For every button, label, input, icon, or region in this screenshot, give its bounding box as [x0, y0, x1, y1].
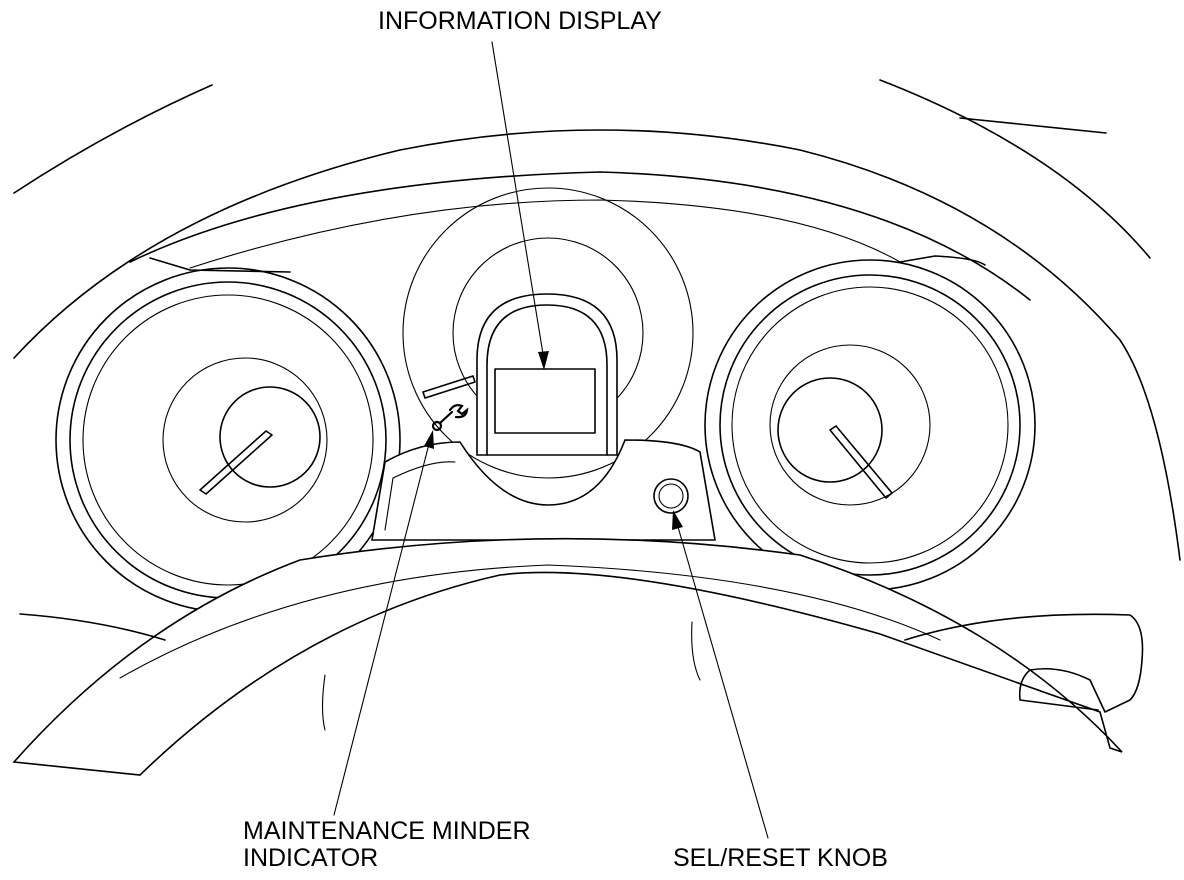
center-gauge-outer	[402, 187, 694, 479]
left-gauge-bezel	[69, 281, 387, 599]
steering-wheel-grip-right	[691, 621, 701, 681]
leader-sel-reset-knob	[672, 510, 769, 839]
center-lower-panel	[371, 439, 716, 541]
left-gauge-face	[82, 294, 374, 586]
leader-information-display	[491, 41, 549, 370]
label-maintenance-minder-line1: MAINTENANCE MINDER	[243, 817, 531, 845]
left-lower-dash-line	[19, 613, 166, 641]
label-sel-reset-knob: SEL/RESET KNOB	[673, 844, 888, 872]
steering-wheel-grip-left	[321, 674, 326, 731]
outer-curve-left	[13, 84, 213, 194]
info-display-screen	[494, 368, 596, 434]
leader-maintenance-minder	[333, 430, 434, 816]
left-gauge-needle	[199, 430, 273, 495]
outer-curve-right	[879, 79, 1151, 259]
bezel-top-left	[149, 257, 291, 273]
center-gauge-needle	[422, 375, 476, 399]
steering-wheel-inner-line	[119, 564, 941, 679]
label-information-display: INFORMATION DISPLAY	[378, 7, 662, 35]
steering-wheel-rim	[12, 537, 1123, 776]
cluster-hood-outer	[13, 129, 1181, 561]
sel-reset-knob[interactable]	[653, 478, 689, 514]
right-gauge-bezel	[719, 274, 1021, 576]
right-stalk	[904, 613, 1144, 713]
wrench-icon	[431, 404, 469, 432]
outer-trim-line-right	[959, 117, 1107, 134]
label-maintenance-minder-line2: INDICATOR	[243, 844, 379, 872]
info-display-housing	[476, 293, 618, 456]
left-gauge-hub	[219, 386, 321, 488]
right-gauge-outer-ring	[704, 259, 1036, 591]
right-gauge-hub	[777, 377, 883, 483]
right-gauge-dial	[769, 344, 931, 506]
right-gauge-needle	[829, 425, 893, 499]
cluster-hood-ridge	[189, 199, 901, 269]
right-gauge-face	[731, 286, 1009, 564]
bezel-top-right	[899, 255, 986, 266]
left-gauge-dial	[162, 357, 328, 523]
cluster-hood-inner	[129, 171, 1031, 301]
info-display-housing-inner	[486, 304, 608, 456]
